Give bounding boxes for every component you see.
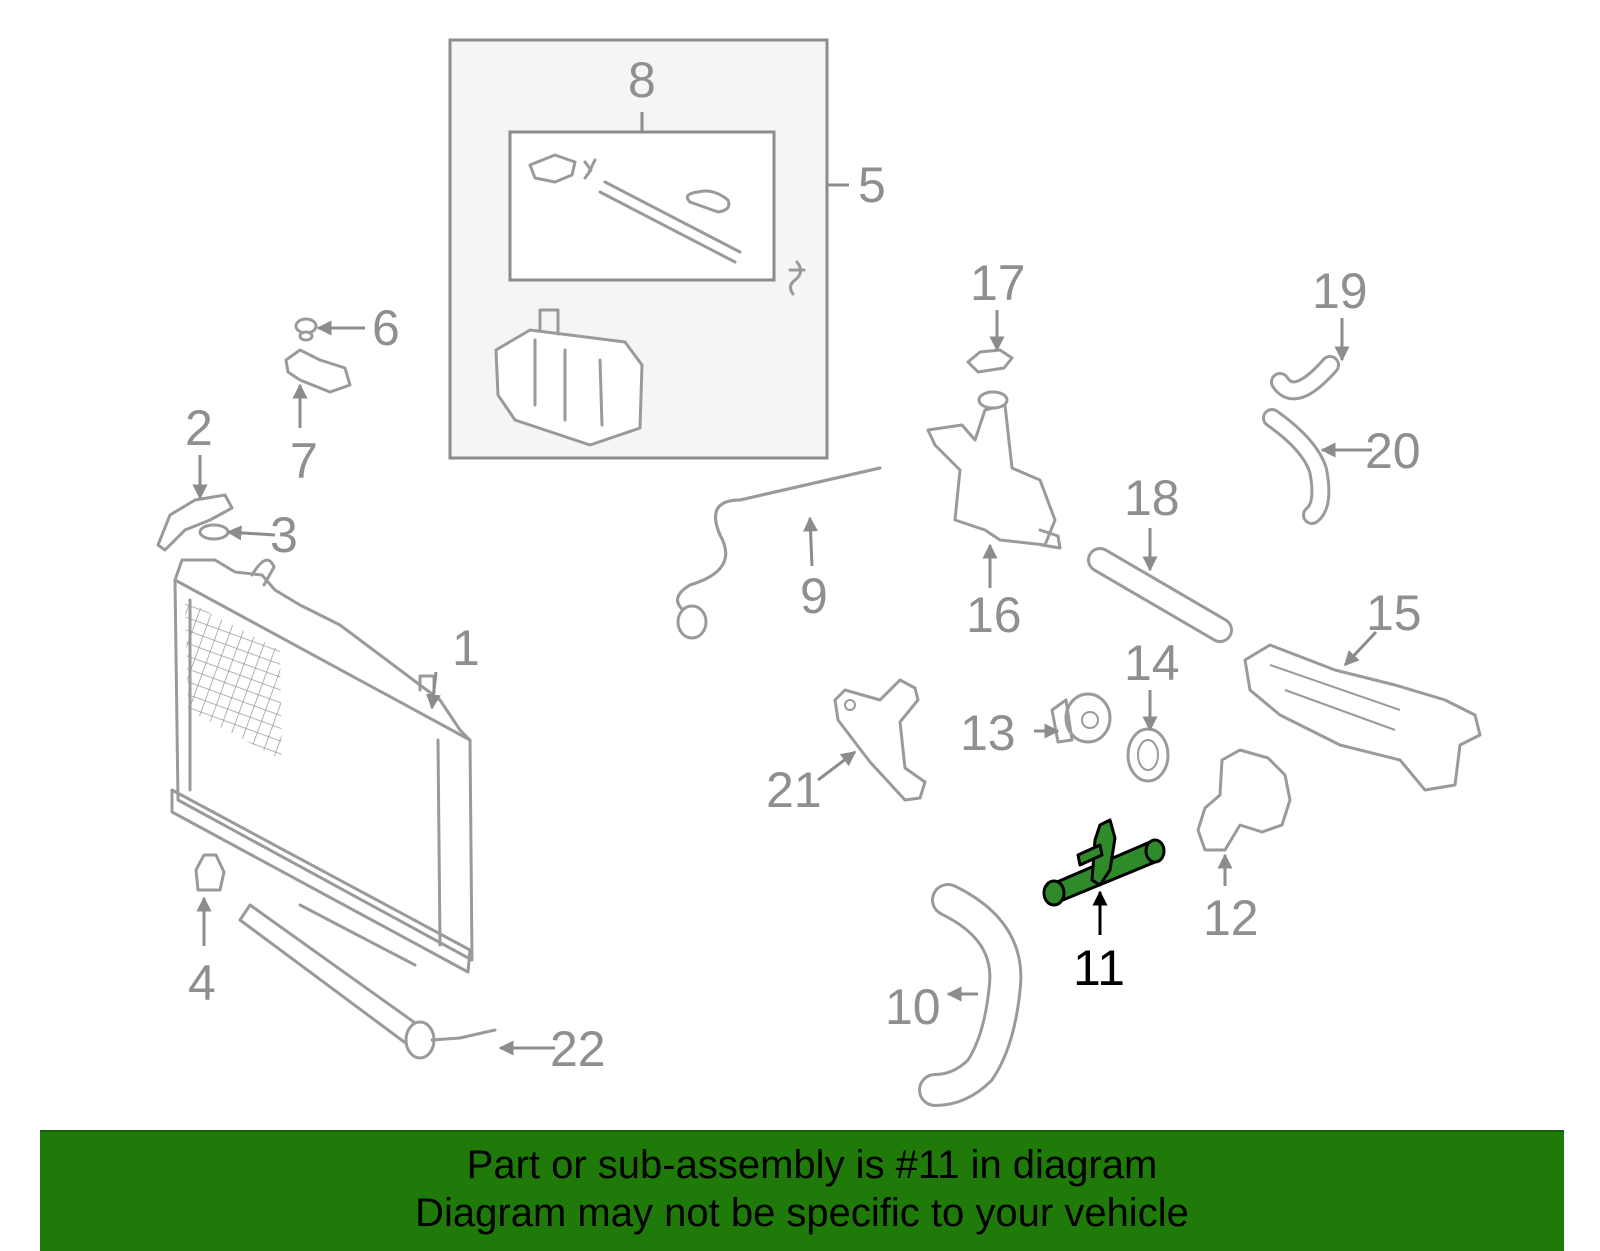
footer-disclaimer: Diagram may not be specific to your vehi… [415, 1191, 1189, 1235]
callout-10: 10 [885, 979, 941, 1035]
cushion-4 [194, 853, 226, 892]
bracket-2 [156, 493, 234, 552]
callout-9: 9 [800, 568, 828, 624]
callout-14: 14 [1124, 635, 1180, 691]
footer-part-note: Part or sub-assembly is #11 in diagram [466, 1143, 1158, 1187]
hose-20 [1262, 408, 1331, 525]
reservoir-assembly-box [448, 38, 849, 460]
callout-13: 13 [960, 705, 1016, 761]
radiator [170, 558, 474, 1022]
callout-18: 18 [1124, 470, 1180, 526]
housing-12 [1196, 748, 1292, 852]
footer-banner: Part or sub-assembly is #11 in diagram D… [40, 1130, 1564, 1251]
parts-diagram: 1 2 3 4 5 6 7 8 9 10 11 12 13 14 15 16 1… [156, 38, 1482, 1107]
callout-6: 6 [372, 300, 400, 356]
callout-19: 19 [1312, 263, 1368, 319]
hose-10 [918, 883, 1023, 1107]
callout-16: 16 [966, 587, 1022, 643]
callout-5: 5 [858, 157, 886, 213]
callout-21: 21 [766, 762, 822, 818]
thermostat-13 [1050, 692, 1112, 744]
upper-hose-9 [676, 466, 882, 640]
callout-7: 7 [290, 433, 318, 489]
hose-19 [1270, 355, 1340, 401]
callout-4: 4 [188, 955, 216, 1011]
hose-18 [1087, 547, 1233, 643]
bracket-21 [833, 678, 927, 802]
callout-1: 1 [452, 620, 480, 676]
water-pipe-11-highlighted[interactable] [1042, 818, 1166, 907]
leader-lines [192, 310, 1378, 1056]
callout-12: 12 [1203, 890, 1259, 946]
water-outlet-16 [926, 390, 1062, 550]
gasket-14 [1126, 727, 1170, 783]
callout-2: 2 [185, 400, 213, 456]
clip-6 [294, 317, 318, 342]
callout-20: 20 [1365, 423, 1421, 479]
bracket-7 [284, 348, 352, 394]
callout-labels: 1 2 3 4 5 6 7 8 9 10 11 12 13 14 15 16 1… [185, 52, 1422, 1077]
callout-8: 8 [628, 52, 656, 108]
callout-3: 3 [270, 507, 298, 563]
lower-pipe [238, 903, 497, 1060]
inlet-housing-15 [1243, 643, 1482, 792]
callout-22: 22 [550, 1021, 606, 1077]
radiator-cap-17 [966, 348, 1014, 374]
callout-15: 15 [1366, 585, 1422, 641]
callout-11-highlighted: 11 [1073, 940, 1125, 996]
callout-17: 17 [970, 255, 1026, 311]
